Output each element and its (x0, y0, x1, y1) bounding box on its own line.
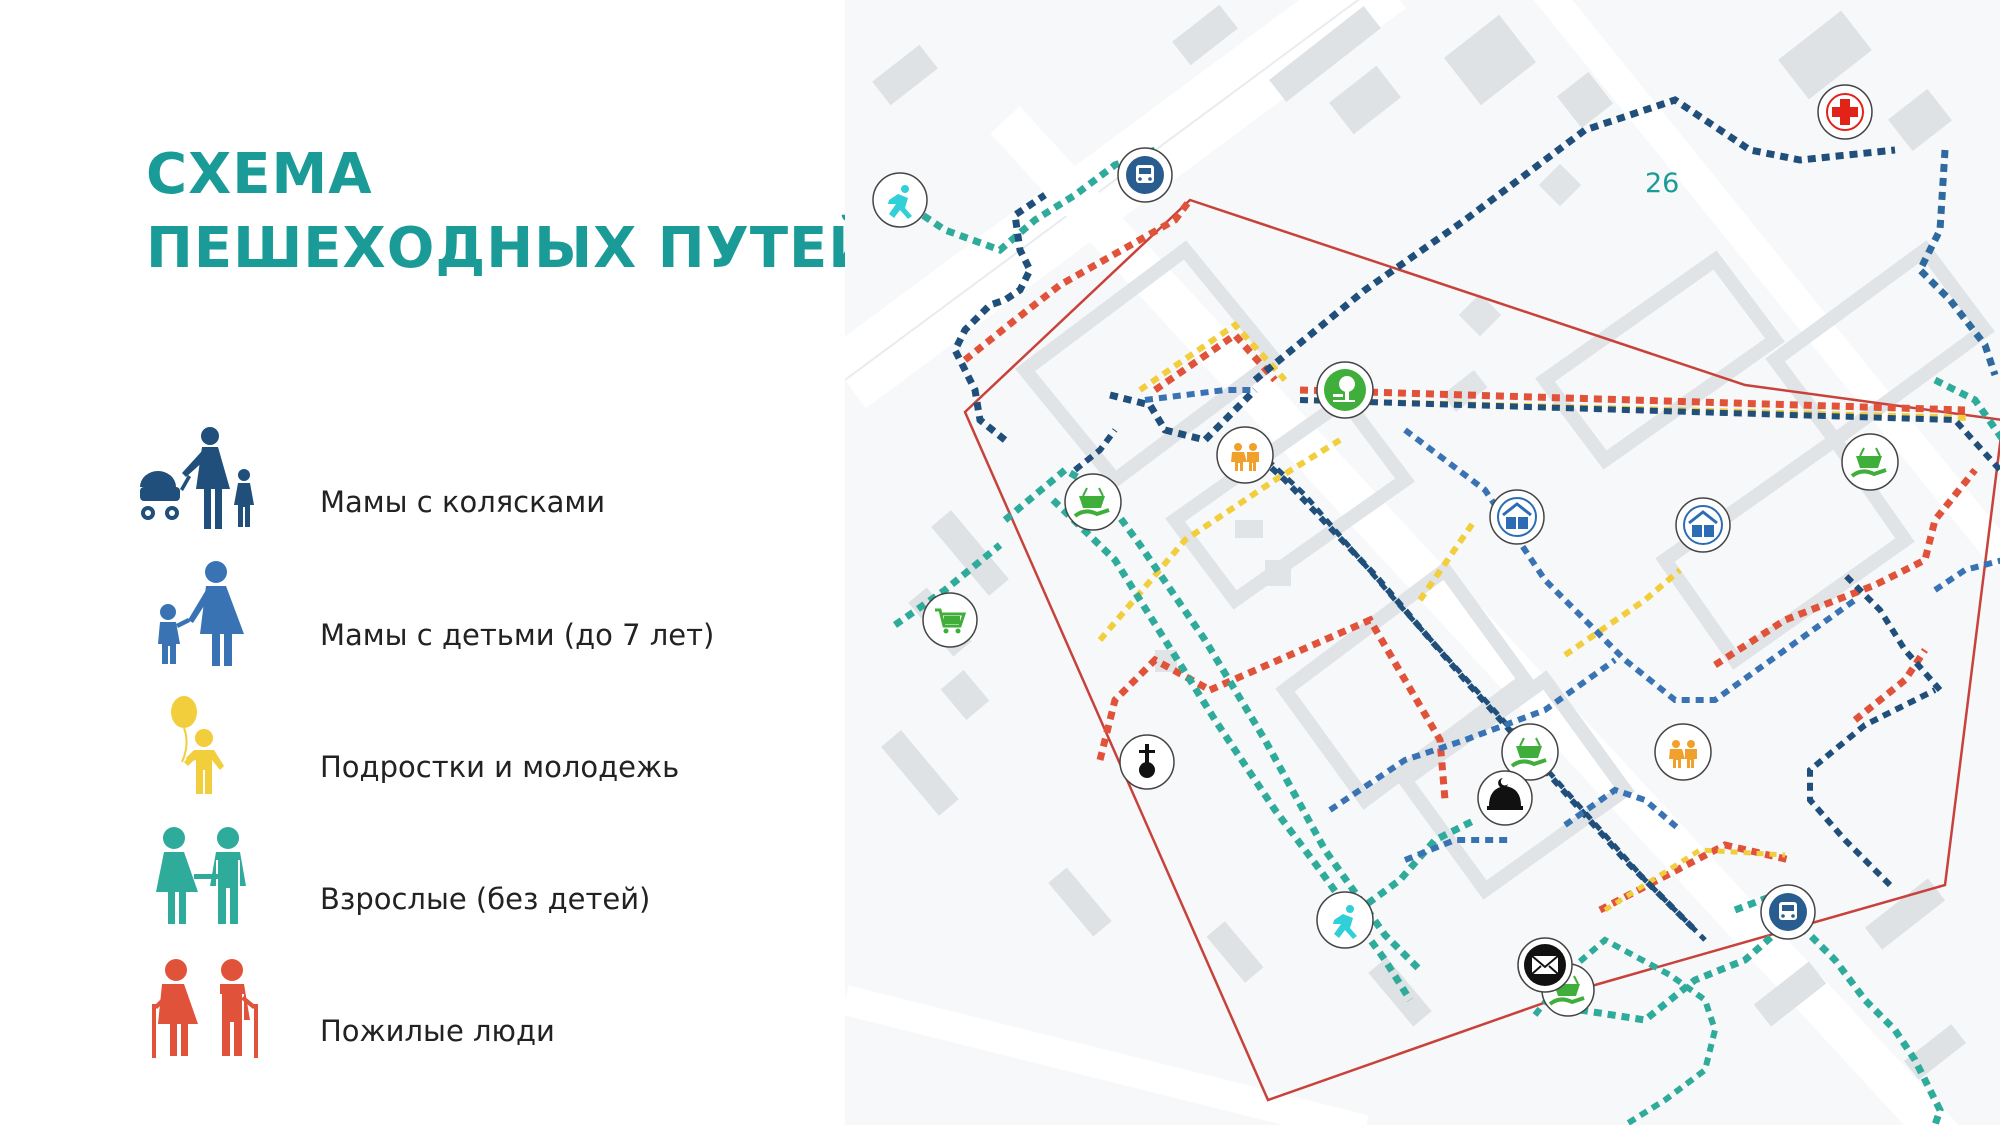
teen-with-balloon-icon (132, 690, 272, 800)
legend-panel: СХЕМА ПЕШЕХОДНЫХ ПУТЕЙ (0, 0, 875, 1125)
route-adults (1050, 497, 1413, 1002)
route-elderly (1208, 615, 1449, 801)
route-mothers-children (1403, 837, 1510, 863)
legend-item-elderly: Пожилые люди (132, 954, 772, 1064)
route-mothers-children (1563, 786, 1682, 833)
library-book-icon (1675, 497, 1731, 553)
route-adults (892, 542, 1003, 628)
district-boundary (963, 198, 2000, 1102)
route-elderly (1153, 330, 1278, 393)
route-adults (1933, 376, 2000, 442)
pedestrian-routes-map: 26 (845, 0, 2000, 1125)
route-mothers-children (1328, 657, 1617, 813)
library-book-icon (1489, 489, 1545, 545)
shop-basket-icon (1501, 723, 1559, 781)
route-adults (1342, 816, 1477, 923)
page-number: 26 (1645, 168, 1680, 199)
legend-label: Подростки и молодежь (320, 750, 680, 784)
route-mothers-children (1144, 387, 1255, 403)
route-mothers-strollers (1842, 572, 1943, 692)
route-adults (1579, 922, 1788, 1024)
route-adults (898, 146, 1157, 254)
adult-couple-icon (132, 822, 272, 932)
route-mothers-strollers (1807, 687, 1937, 888)
orthodox-church-icon (1119, 734, 1175, 790)
route-mothers-strollers (1073, 428, 1118, 473)
park-tree-icon (1316, 361, 1374, 419)
elderly-couple-icon (132, 954, 272, 1064)
legend-item-adults: Взрослые (без детей) (132, 822, 772, 932)
shopping-cart-icon (922, 592, 978, 648)
route-mothers-strollers (1299, 397, 2000, 473)
pedestrian-routes (892, 96, 2000, 1125)
bus-stop-icon (1117, 147, 1173, 203)
route-elderly (1852, 648, 1928, 723)
kindergarten-icon (1216, 426, 1274, 484)
kindergarten-icon (1654, 723, 1712, 781)
route-adults (1532, 936, 1719, 1125)
legend-item-mothers-with-strollers: Мамы с колясками (132, 425, 772, 535)
hospital-cross-icon (1817, 84, 1873, 140)
route-elderly (1096, 655, 1212, 761)
points-of-interest (872, 84, 1899, 1017)
legend-label: Мамы с колясками (320, 485, 606, 519)
route-mothers-strollers (1915, 149, 1999, 377)
page-title-line-2: ПЕШЕХОДНЫХ ПУТЕЙ (146, 216, 877, 281)
route-mothers-strollers (1255, 448, 1707, 942)
route-teens (1563, 567, 1682, 658)
route-teens (1603, 847, 1786, 913)
running-person-icon (1316, 891, 1374, 949)
page-title-line-1: СХЕМА (146, 142, 373, 207)
page-title: СХЕМА ПЕШЕХОДНЫХ ПУТЕЙ (146, 138, 876, 286)
route-elderly (1713, 467, 1978, 668)
mosque-icon (1477, 770, 1533, 826)
map-base-layer (845, 0, 2000, 1125)
legend-item-mothers-with-children: Мамы с детьми (до 7 лет) (132, 558, 772, 668)
running-person-icon (872, 172, 928, 228)
shop-basket-icon (1064, 473, 1122, 531)
map-canvas (845, 0, 2000, 1125)
bus-stop-icon (1760, 884, 1816, 940)
legend-label: Мамы с детьми (до 7 лет) (320, 618, 715, 652)
route-mothers-strollers (1109, 387, 1258, 444)
route-mothers-children (1933, 557, 2000, 593)
route-teens (1417, 518, 1478, 602)
mother-with-stroller-icon (132, 425, 272, 535)
route-adults (1733, 890, 1944, 1125)
route-teens (1097, 437, 1342, 642)
route-elderly (962, 197, 1193, 363)
route-mothers-strollers (951, 192, 1047, 443)
mother-with-child-icon (132, 558, 272, 668)
post-office-icon (1517, 937, 1573, 993)
legend-item-teens: Подростки и молодежь (132, 690, 772, 800)
route-adults (1002, 465, 1423, 973)
legend-label: Пожилые люди (320, 1014, 555, 1048)
route-teens (1138, 321, 1288, 393)
legend-label: Взрослые (без детей) (320, 882, 651, 916)
shop-basket-icon (1841, 433, 1899, 491)
